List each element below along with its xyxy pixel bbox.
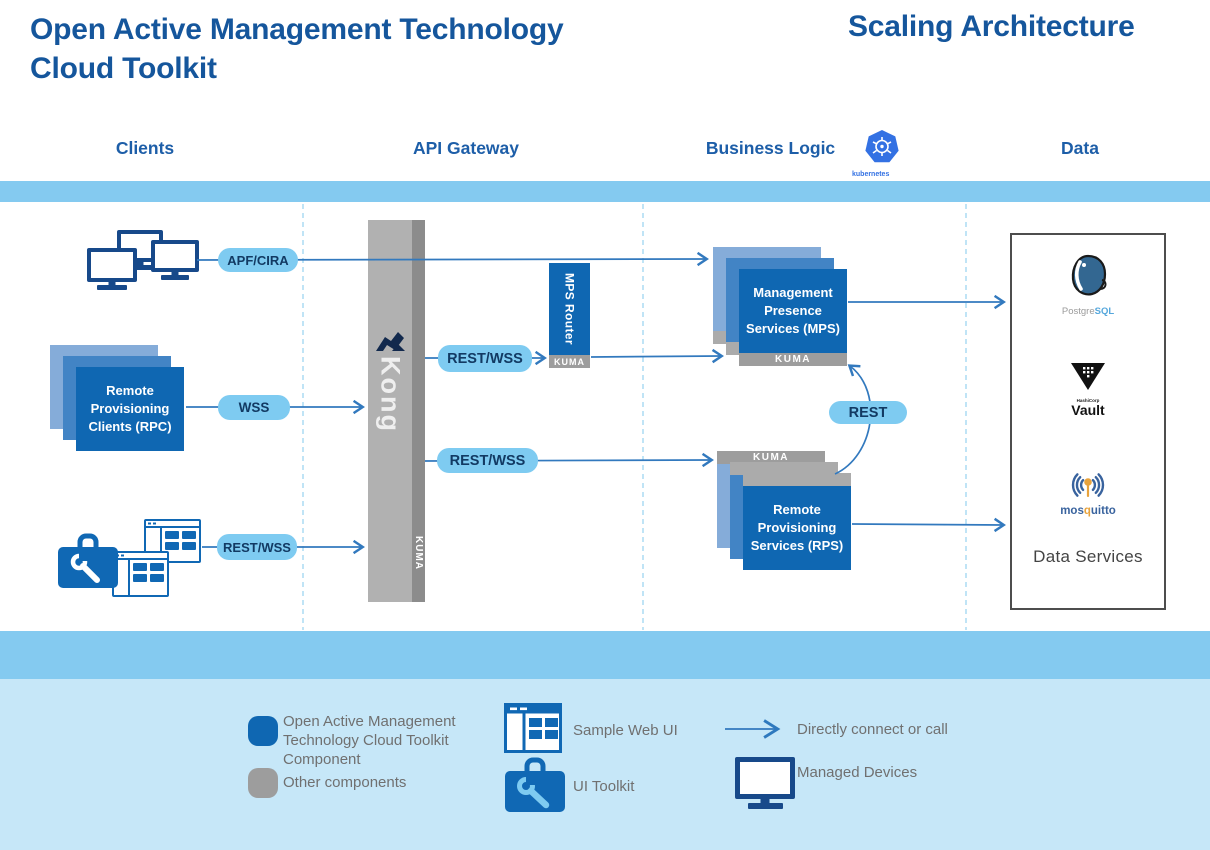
mosquitto-arcs-icon bbox=[1071, 473, 1105, 497]
pill-apf-cira: APF/CIRA bbox=[218, 248, 298, 272]
legend-background bbox=[0, 679, 1210, 850]
legend-other-label: Other components bbox=[283, 774, 407, 791]
kubernetes-label: kubernetes bbox=[852, 171, 890, 178]
kong-kuma-strip bbox=[412, 220, 425, 602]
top-divider-band bbox=[0, 181, 1210, 202]
mosquitto-label: mosquitto bbox=[1060, 505, 1116, 517]
kong-gateway-bar bbox=[368, 220, 412, 602]
legend-sample-web-ui-label: Sample Web UI bbox=[573, 722, 678, 739]
column-header-api-gateway: API Gateway bbox=[412, 138, 520, 158]
legend-connect-label: Directly connect or call bbox=[797, 721, 948, 738]
data-services-box: PostgreSQL HashiCorp Vault bbox=[1010, 233, 1166, 610]
kong-logo-icon bbox=[376, 332, 405, 351]
monitor-icon bbox=[151, 240, 199, 280]
pill-rest: REST bbox=[829, 401, 907, 424]
pill-rest-wss-client: REST/WSS bbox=[217, 534, 297, 560]
mps-router-node: MPS Router bbox=[549, 263, 590, 355]
rpc-node: Remote Provisioning Clients (RPC) bbox=[50, 345, 185, 452]
toolbox-icon bbox=[58, 533, 118, 588]
mps-kuma-label: KUMA bbox=[739, 353, 847, 366]
bottom-divider-band bbox=[0, 631, 1210, 679]
kong-label: Kong bbox=[375, 356, 406, 433]
web-ui-window-icon bbox=[112, 551, 169, 597]
column-header-business-logic: Business Logic bbox=[705, 138, 836, 158]
legend-managed-devices-icon bbox=[735, 757, 795, 809]
sample-web-ui-icon bbox=[504, 703, 562, 753]
managed-devices-cluster bbox=[85, 228, 199, 290]
mps-label: Management Presence Services (MPS) bbox=[739, 269, 847, 353]
vault-logo: HashiCorp Vault bbox=[1070, 363, 1106, 417]
legend-other-swatch bbox=[248, 768, 278, 798]
postgresql-elephant-icon bbox=[1071, 254, 1107, 296]
mps-router-kuma: KUMA bbox=[549, 355, 590, 368]
vault-triangle-icon bbox=[1071, 363, 1105, 390]
mosquitto-label-post: uitto bbox=[1090, 505, 1116, 517]
legend-component-swatch bbox=[248, 716, 278, 746]
pill-rest-wss-rps: REST/WSS bbox=[437, 448, 538, 473]
ui-toolkit-cluster bbox=[56, 515, 206, 605]
postgresql-label-gray: Postgre bbox=[1061, 306, 1095, 317]
legend-component-label: Open Active Management Technology Cloud … bbox=[283, 713, 456, 769]
hashicorp-label: HashiCorp bbox=[1076, 398, 1100, 403]
legend-ui-toolkit-label: UI Toolkit bbox=[573, 778, 635, 795]
mps-layer-front: Management Presence Services (MPS) KUMA bbox=[739, 269, 847, 366]
flow-router-to-mps bbox=[590, 348, 724, 364]
ui-toolkit-icon bbox=[505, 757, 565, 812]
rps-node: KUMA Remote Provisioning Services (RPS) bbox=[717, 451, 852, 571]
mps-router-label: MPS Router bbox=[562, 272, 577, 345]
flow-rps-to-data bbox=[851, 517, 1006, 533]
monitor-icon bbox=[87, 248, 137, 290]
rps-layer-front: Remote Provisioning Services (RPS) bbox=[743, 473, 851, 570]
rps-kuma-label: KUMA bbox=[717, 451, 825, 464]
pill-wss: WSS bbox=[218, 395, 290, 420]
rps-label: Remote Provisioning Services (RPS) bbox=[743, 486, 851, 570]
mps-node: Management Presence Services (MPS) KUMA bbox=[713, 247, 848, 368]
postgresql-label: PostgreSQL bbox=[1062, 306, 1114, 317]
postgresql-label-blue: SQL bbox=[1094, 306, 1115, 317]
data-services-caption: Data Services bbox=[1033, 547, 1143, 566]
column-header-clients: Clients bbox=[115, 138, 175, 158]
kubernetes-icon bbox=[865, 130, 899, 163]
page-title-line2: Cloud Toolkit bbox=[30, 52, 217, 85]
pill-rest-wss-mps: REST/WSS bbox=[438, 345, 532, 372]
kubernetes-logo: kubernetes bbox=[852, 129, 912, 178]
mosquitto-label-q: q bbox=[1083, 505, 1091, 517]
mosquitto-logo: mosquitto bbox=[1060, 469, 1116, 517]
rpc-label: Remote Provisioning Clients (RPC) bbox=[76, 367, 184, 451]
mosquitto-label-pre: mos bbox=[1060, 505, 1084, 517]
kong-kuma-label: KUMA bbox=[413, 536, 424, 570]
column-header-data: Data bbox=[1061, 138, 1099, 158]
postgresql-logo: PostgreSQL bbox=[1062, 253, 1114, 317]
vault-label: Vault bbox=[1071, 402, 1105, 418]
page-title-line1: Open Active Management Technology bbox=[30, 13, 564, 46]
page-title: Open Active Management Technology Cloud … bbox=[30, 10, 690, 88]
scaling-architecture-title: Scaling Architecture bbox=[848, 10, 1135, 43]
rpc-layer-front: Remote Provisioning Clients (RPC) bbox=[76, 367, 184, 451]
legend-managed-devices-label: Managed Devices bbox=[797, 764, 918, 781]
